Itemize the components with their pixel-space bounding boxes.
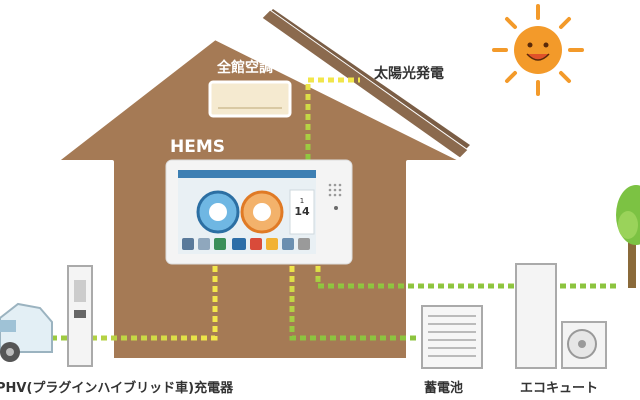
- monitor-value-large: 14: [294, 205, 310, 218]
- line-ecocute: [315, 266, 520, 289]
- ecocute-unit: [515, 263, 607, 369]
- charger-post: [67, 265, 93, 367]
- smiling-sun-icon: [492, 4, 584, 96]
- car-icon: [0, 302, 53, 362]
- tree-icon: [616, 185, 640, 288]
- speaker-grill: [328, 183, 342, 197]
- solar-label: 太陽光発電: [374, 65, 444, 82]
- line-solar: [305, 77, 360, 160]
- line-battery: [289, 266, 420, 341]
- storage-battery-label: 蓄電池: [424, 380, 463, 396]
- ecocute-label: エコキュート: [520, 381, 598, 396]
- central-ac-unit: [208, 80, 292, 118]
- monitor-value-small: 1: [300, 197, 304, 205]
- central-ac-label: 全館空調: [216, 59, 273, 76]
- hems-label: HEMS: [170, 137, 225, 157]
- monitor-icon-row: [182, 238, 310, 250]
- storage-battery: [421, 305, 483, 369]
- solar-panel: [261, 9, 470, 159]
- hems-monitor: 14 1: [165, 159, 353, 265]
- charger-label: PHV(プラグインハイブリッド車)充電器: [0, 380, 234, 396]
